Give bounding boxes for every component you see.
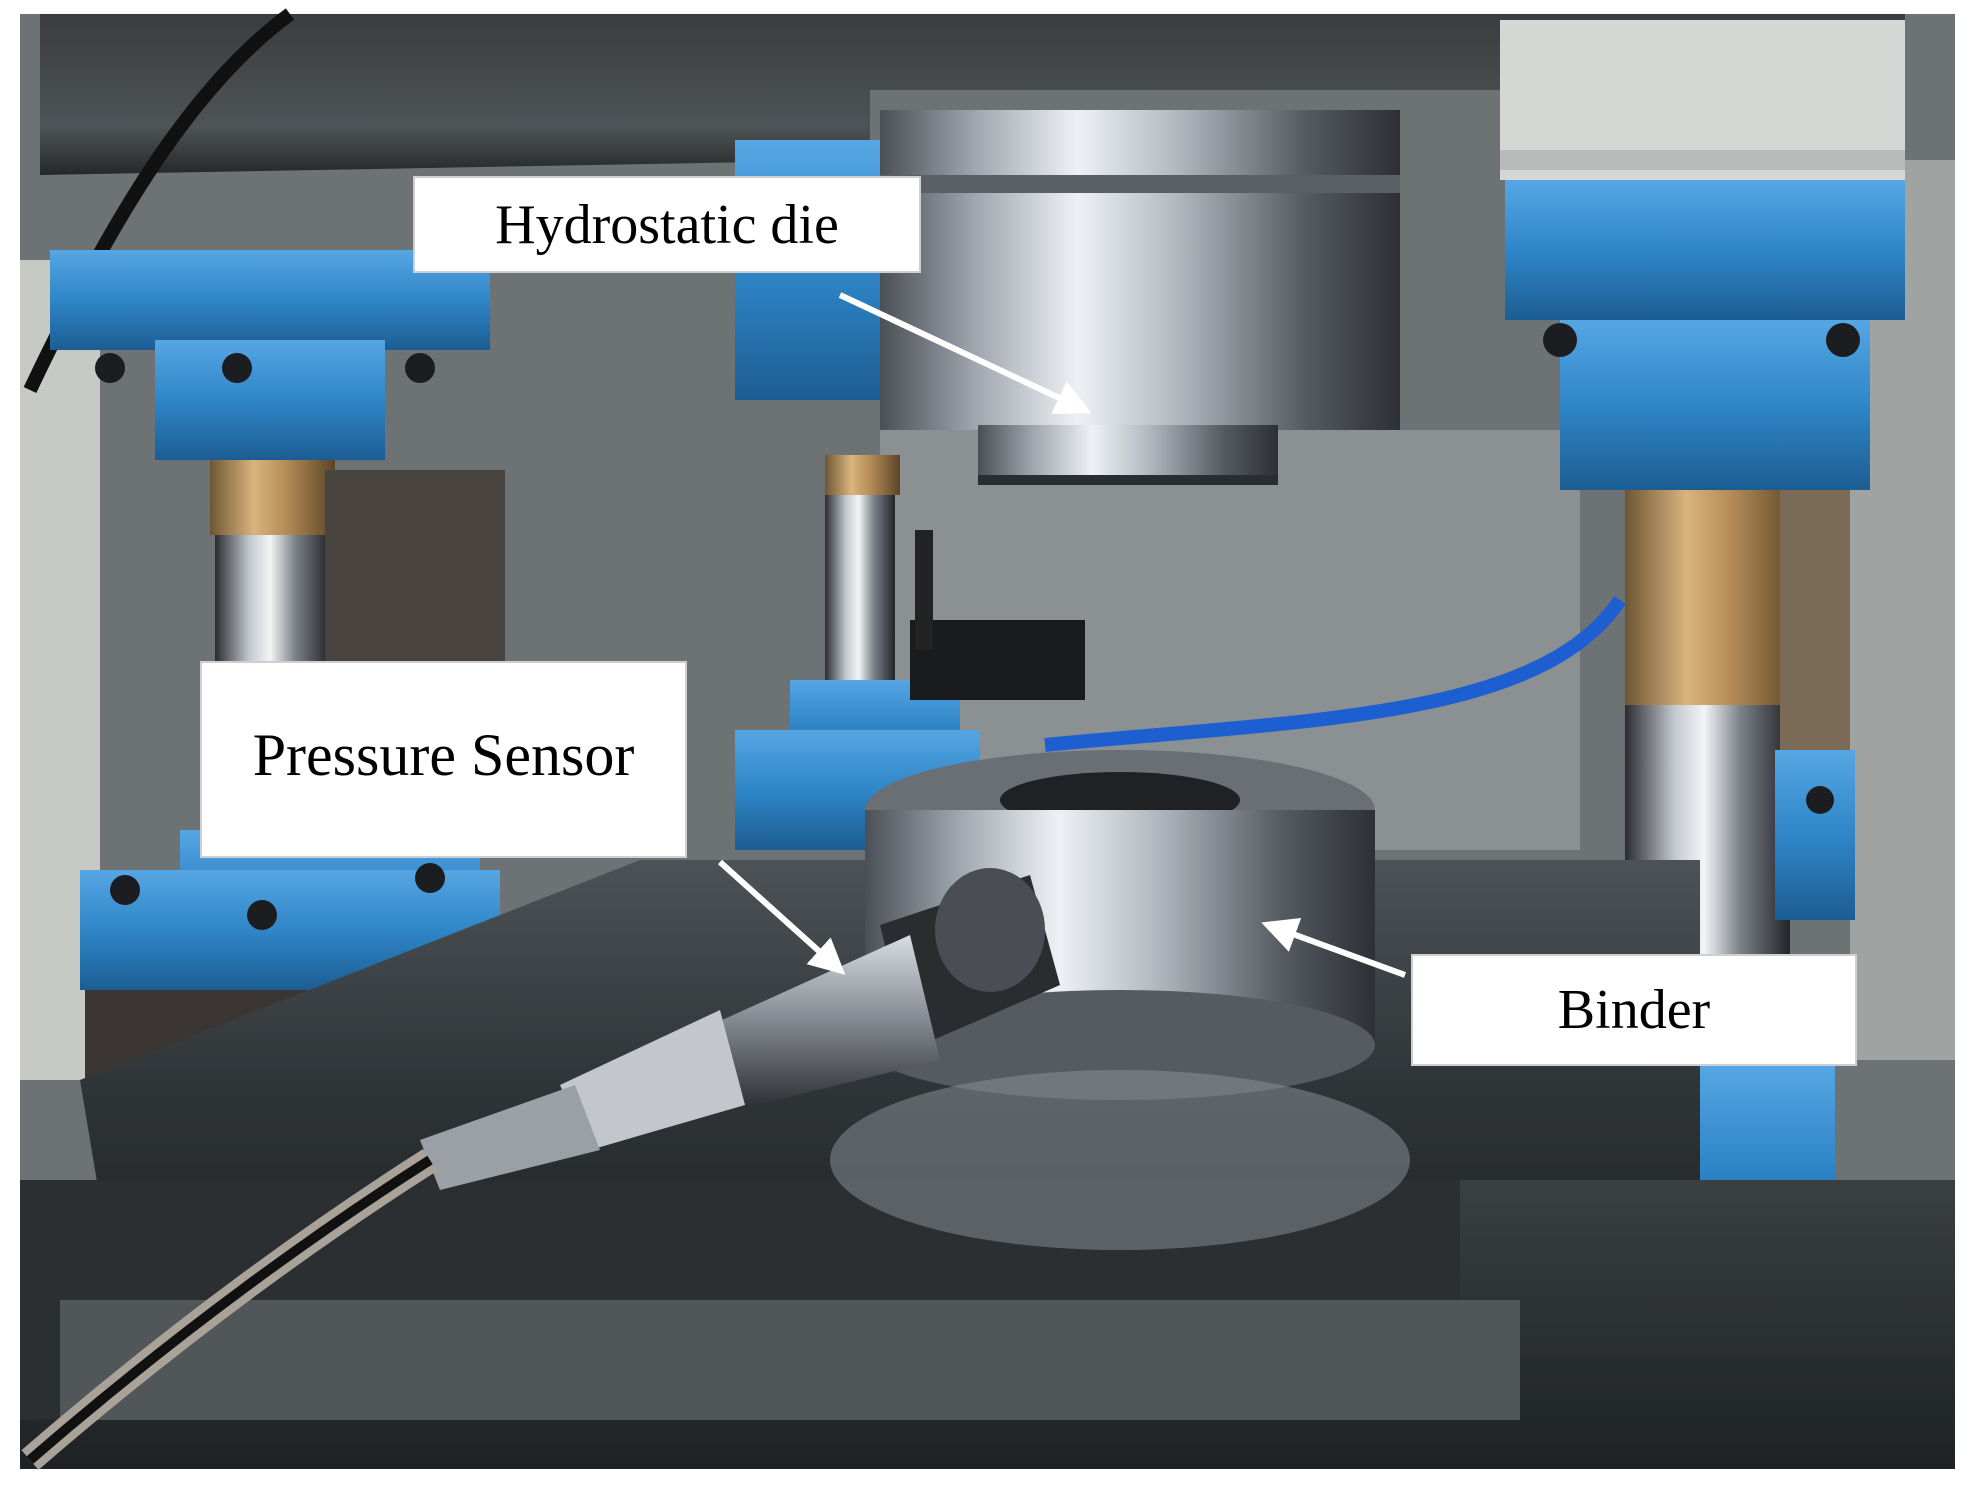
pressure-sensor (420, 868, 1060, 1190)
label-binder-text: Binder (1557, 979, 1711, 1041)
arrow-icon (838, 292, 1092, 415)
arrow-icon (717, 859, 846, 975)
label-hydrostatic-die: Hydrostatic die (413, 176, 921, 273)
label-binder: Binder (1411, 954, 1857, 1066)
hydrostatic-die (880, 110, 1400, 485)
arrow-icon (1261, 917, 1407, 978)
upper-press-plate (40, 14, 1905, 175)
label-pressure-sensor-text: Pressure Sensor (252, 722, 635, 788)
blue-hose (1044, 596, 1626, 752)
label-hydrostatic-die-text: Hydrostatic die (495, 193, 839, 256)
label-pressure-sensor: Pressure Sensor (200, 661, 687, 858)
